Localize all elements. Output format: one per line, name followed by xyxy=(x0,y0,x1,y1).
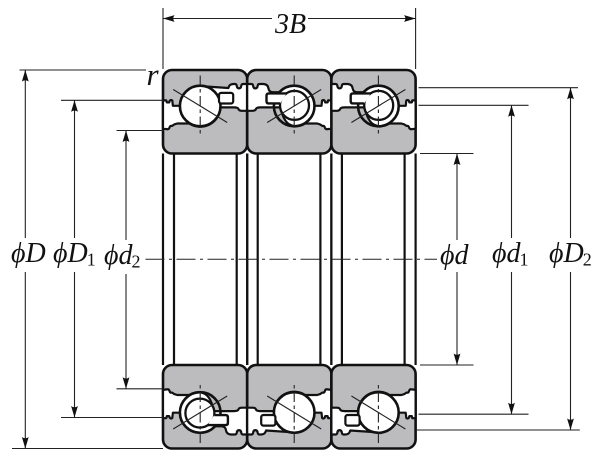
svg-text:ϕD: ϕD xyxy=(11,238,46,269)
svg-text:r: r xyxy=(147,57,160,92)
svg-text:3B: 3B xyxy=(274,9,306,40)
svg-text:ϕd: ϕd xyxy=(440,240,469,271)
